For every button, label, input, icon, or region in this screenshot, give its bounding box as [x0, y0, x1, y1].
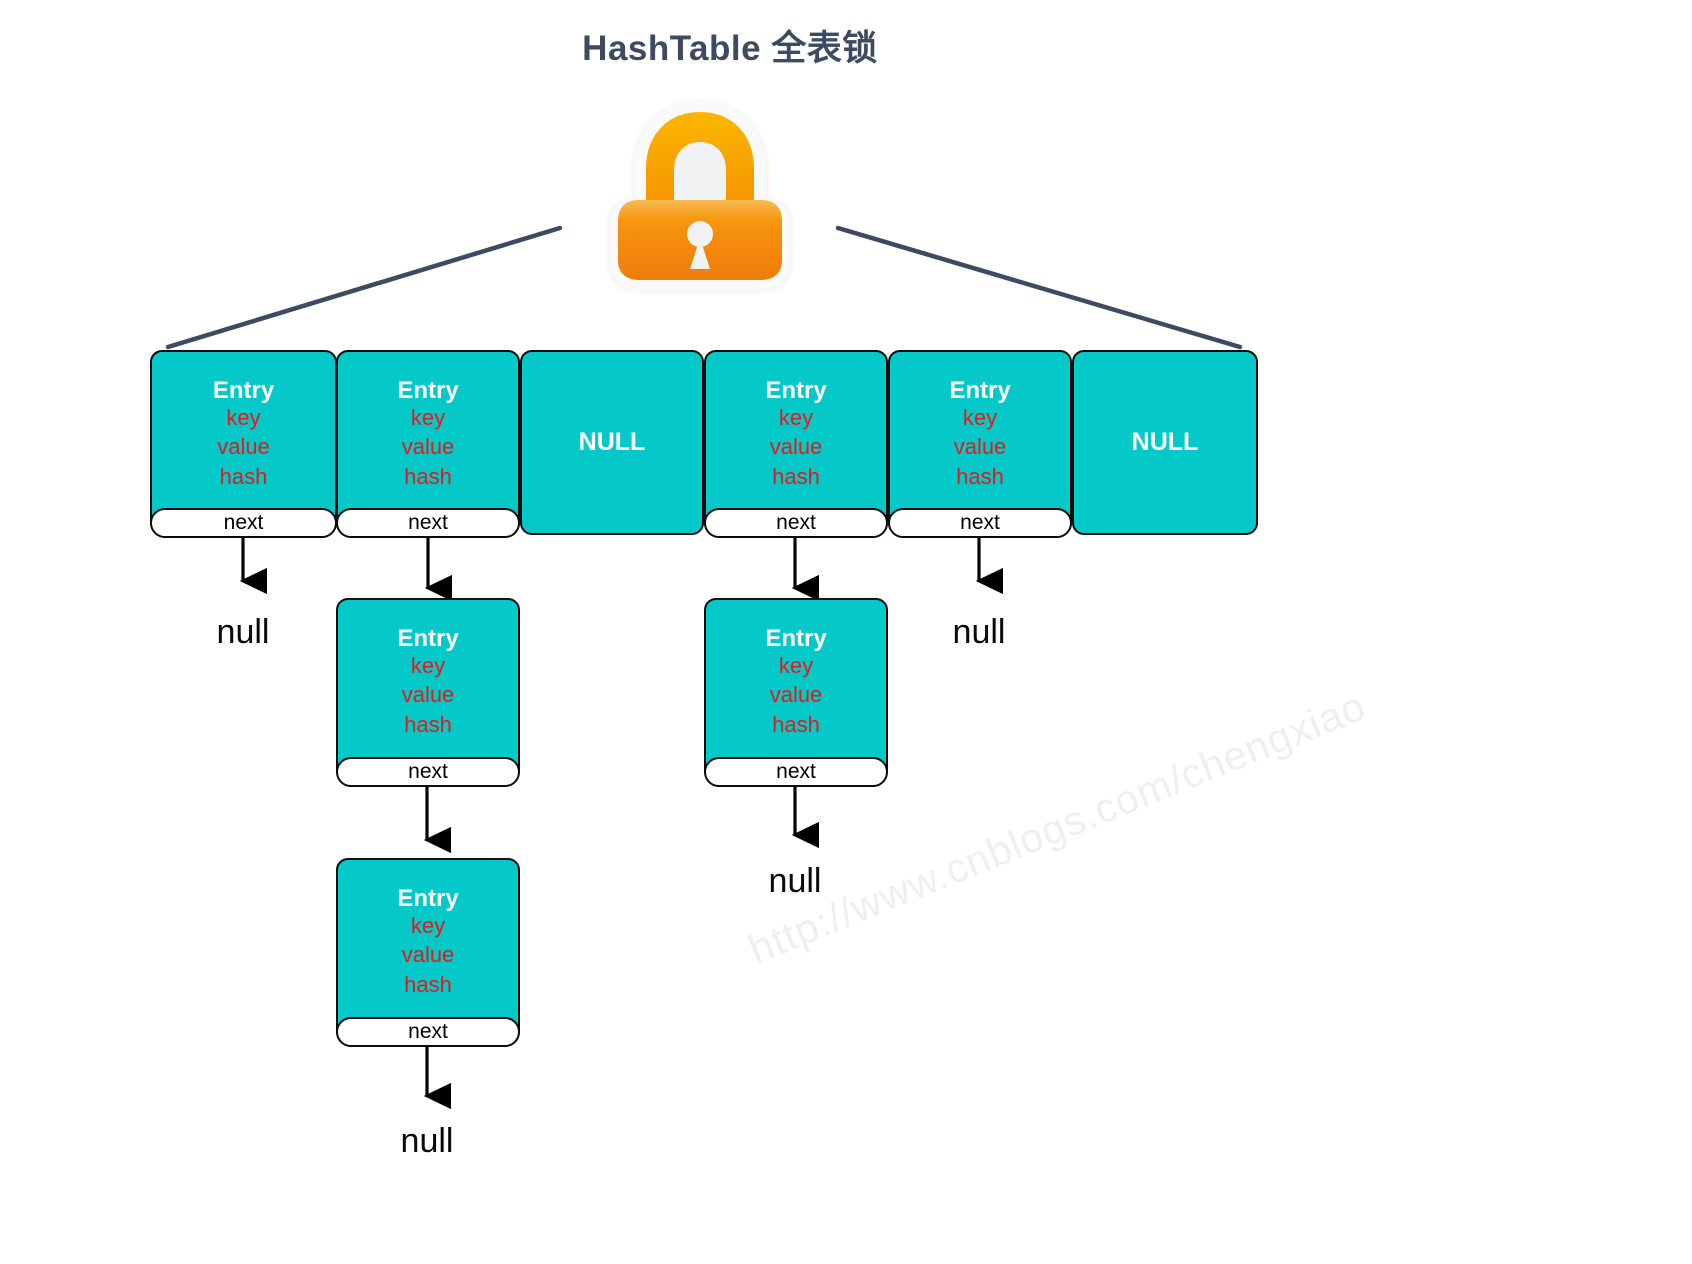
entry-label: Entry	[397, 377, 459, 404]
null-cell-label: NULL	[1131, 428, 1199, 456]
padlock-icon	[586, 88, 814, 306]
value-label: value	[401, 434, 455, 460]
entry-fields: Entry key value hash	[338, 600, 518, 739]
hash-label: hash	[772, 711, 820, 737]
next-pointer-3[interactable]: next	[704, 508, 888, 538]
hash-label: hash	[956, 463, 1004, 489]
value-label: value	[769, 682, 823, 708]
next-pointer-0[interactable]: next	[150, 508, 337, 538]
entry-fields-0: Entry key value hash	[152, 352, 335, 491]
value-label: value	[401, 682, 455, 708]
bucket-cell-1[interactable]: Entry key value hash	[336, 350, 520, 535]
entry-fields-3: Entry key value hash	[706, 352, 886, 491]
chain-entry-b3-n1[interactable]: Entry key value hash	[704, 598, 888, 783]
entry-label: Entry	[212, 377, 275, 404]
next-pointer-b3-n1[interactable]: next	[704, 757, 888, 787]
next-pointer-4[interactable]: next	[888, 508, 1072, 538]
value-label: value	[953, 434, 1007, 460]
next-pointer-b1-n1[interactable]: next	[336, 757, 520, 787]
null-terminator-b3: null	[768, 862, 822, 900]
null-terminator-b0: null	[216, 613, 270, 651]
key-label: key	[226, 405, 261, 431]
null-cell-label: NULL	[578, 428, 646, 456]
hash-label: hash	[404, 711, 452, 737]
key-label: key	[962, 405, 998, 431]
hash-label: hash	[404, 971, 452, 997]
bucket-cell-4[interactable]: Entry key value hash	[888, 350, 1072, 535]
page-title: HashTable 全表锁	[582, 29, 878, 68]
null-terminator-b1: null	[400, 1122, 454, 1160]
key-label: key	[778, 405, 814, 431]
key-label: key	[410, 405, 446, 431]
key-label: key	[778, 653, 814, 679]
next-pointer-b1-n2[interactable]: next	[336, 1017, 520, 1047]
hash-label: hash	[772, 463, 820, 489]
next-label: next	[776, 511, 816, 534]
next-label: next	[408, 1020, 448, 1043]
next-label: next	[776, 760, 816, 783]
entry-label: Entry	[765, 377, 827, 404]
entry-fields: Entry key value hash	[706, 600, 886, 739]
bucket-cell-2[interactable]: NULL	[520, 350, 704, 535]
hash-label: hash	[404, 463, 452, 489]
next-pointer-1[interactable]: next	[336, 508, 520, 538]
entry-label: Entry	[397, 885, 459, 912]
entry-fields-1: Entry key value hash	[338, 352, 518, 491]
next-label: next	[960, 511, 1000, 534]
chain-entry-b1-n1[interactable]: Entry key value hash	[336, 598, 520, 783]
bucket-cell-5[interactable]: NULL	[1072, 350, 1258, 535]
bucket-cell-3[interactable]: Entry key value hash	[704, 350, 888, 535]
entry-label: Entry	[949, 377, 1011, 404]
key-label: key	[410, 653, 446, 679]
next-label: next	[223, 511, 264, 534]
value-label: value	[769, 434, 823, 460]
entry-fields: Entry key value hash	[338, 860, 518, 999]
entry-fields-4: Entry key value hash	[890, 352, 1070, 491]
bucket-cell-0[interactable]: Entry key value hash	[150, 350, 337, 535]
value-label: value	[401, 942, 455, 968]
entry-label: Entry	[397, 625, 459, 652]
next-label: next	[408, 511, 448, 534]
null-terminator-b4: null	[952, 613, 1006, 651]
key-label: key	[410, 913, 446, 939]
entry-label: Entry	[765, 625, 827, 652]
next-label: next	[408, 760, 448, 783]
hash-label: hash	[219, 463, 268, 489]
chain-entry-b1-n2[interactable]: Entry key value hash	[336, 858, 520, 1043]
value-label: value	[217, 434, 270, 460]
